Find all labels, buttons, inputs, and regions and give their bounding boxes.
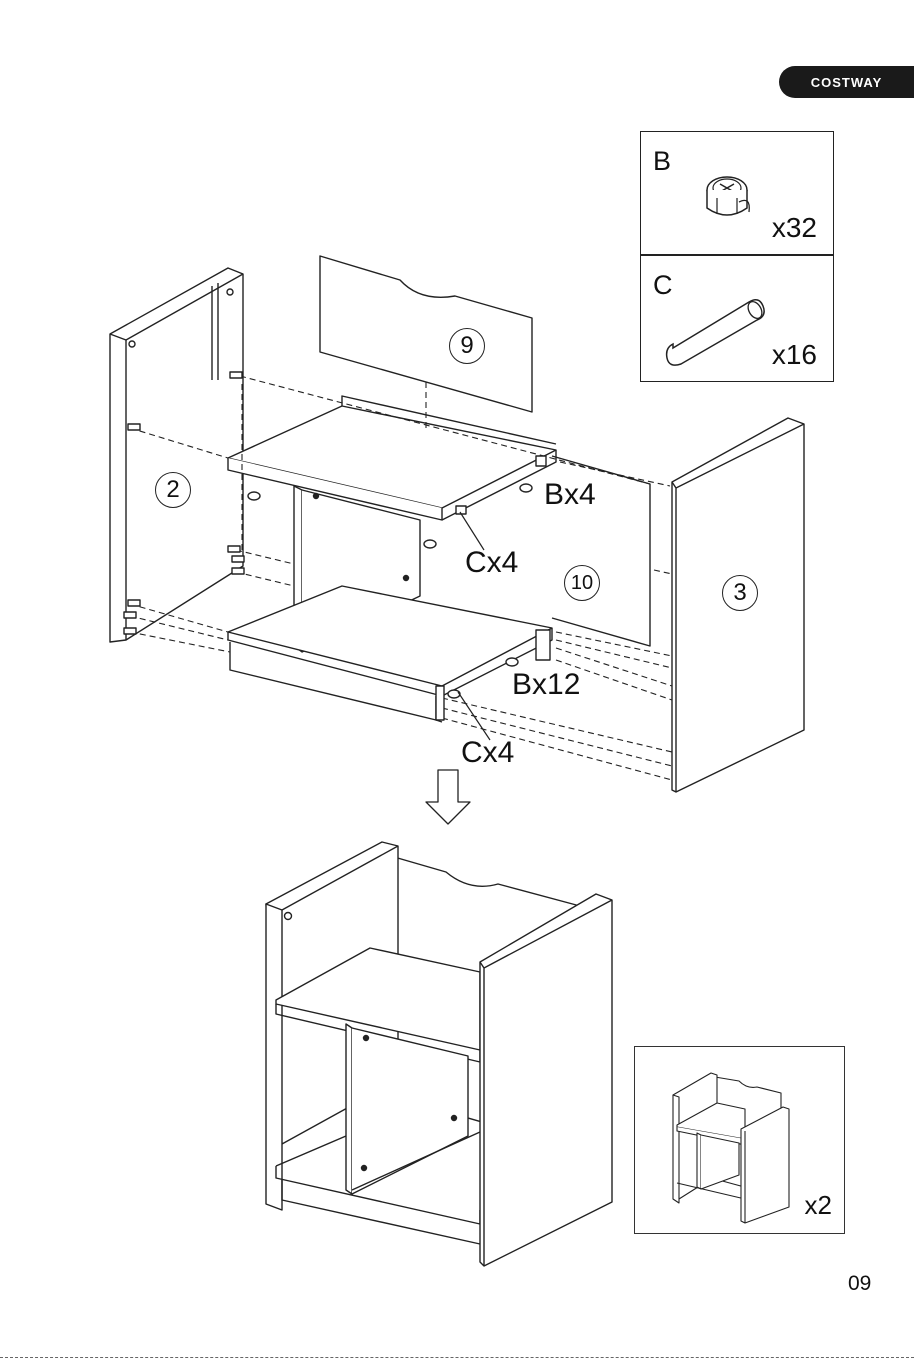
part-number-3: 3 bbox=[722, 575, 758, 611]
thumbnail-box: x2 bbox=[634, 1046, 845, 1234]
back-panel bbox=[320, 256, 532, 412]
callout-b-top: Bx4 bbox=[544, 478, 596, 512]
part-number-2: 2 bbox=[155, 472, 191, 508]
footer-divider bbox=[0, 1357, 914, 1358]
callout-c-bottom: Cx4 bbox=[461, 736, 514, 770]
page-number: 09 bbox=[848, 1272, 871, 1296]
callout-c-top: Cx4 bbox=[465, 546, 518, 580]
down-arrow-icon bbox=[426, 770, 470, 824]
assembled-cabinet bbox=[266, 842, 612, 1266]
part-number-9: 9 bbox=[449, 328, 485, 364]
bottom-shelf bbox=[228, 586, 552, 722]
callout-b-bottom: Bx12 bbox=[512, 668, 580, 702]
part-number-10: 10 bbox=[564, 565, 600, 601]
top-shelf bbox=[228, 396, 556, 520]
left-side-panel bbox=[110, 268, 243, 642]
thumbnail-quantity: x2 bbox=[805, 1190, 832, 1221]
